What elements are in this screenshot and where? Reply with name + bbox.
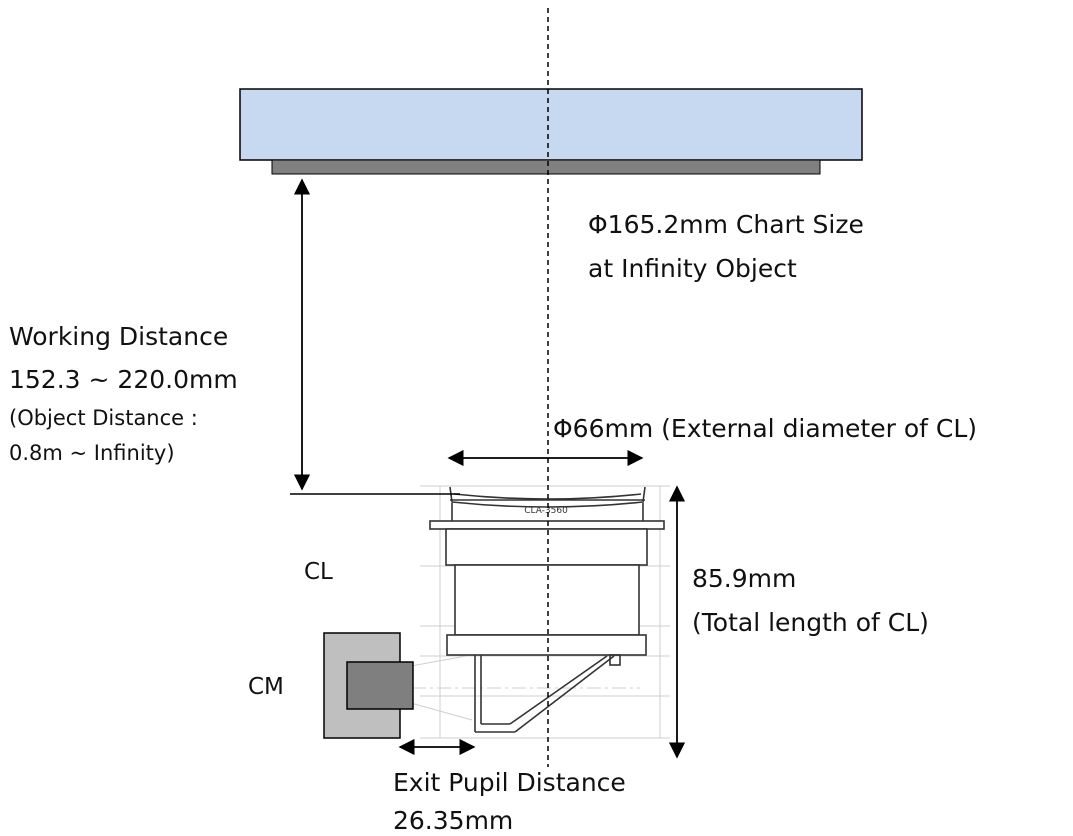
- exit-pupil-label: Exit Pupil Distance: [393, 768, 626, 797]
- lens-mark-text: CLA-3560: [524, 506, 568, 516]
- total-length-label: (Total length of CL): [692, 608, 929, 637]
- cm-label: CM: [248, 674, 284, 700]
- object-distance-value: 0.8m ~ Infinity): [9, 441, 175, 465]
- chart-size-label-line2: at Infinity Object: [588, 254, 797, 283]
- collimator-lens: [429, 486, 665, 733]
- chart-base-plate: [271, 159, 821, 175]
- working-distance-value: 152.3 ~ 220.0mm: [9, 365, 238, 394]
- working-distance-label: Working Distance: [9, 322, 229, 351]
- camera-sensor: [346, 661, 414, 710]
- object-distance-label: (Object Distance :: [9, 406, 198, 430]
- exit-pupil-value: 26.35mm: [393, 806, 514, 835]
- chart-size-label-line1: Φ165.2mm Chart Size: [588, 210, 864, 239]
- chart-target: [239, 88, 863, 161]
- cl-label: CL: [304, 559, 333, 585]
- external-diameter-label: Φ66mm (External diameter of CL): [553, 414, 978, 443]
- total-length-value: 85.9mm: [692, 564, 797, 593]
